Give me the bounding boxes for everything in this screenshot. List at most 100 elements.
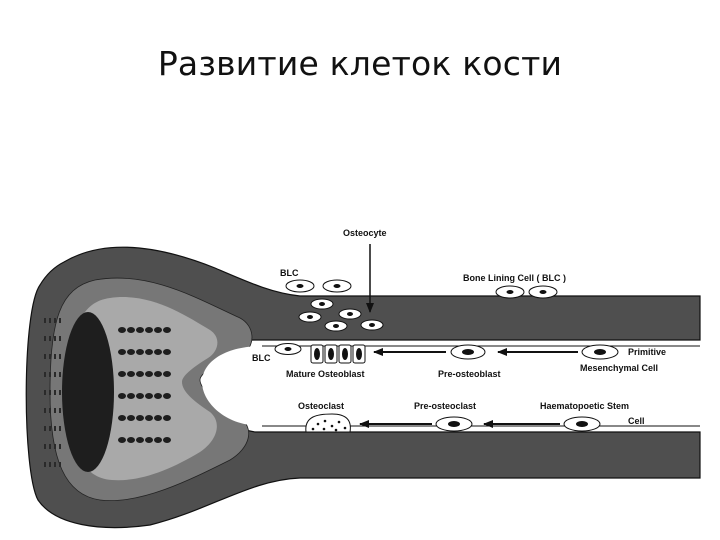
cortex-dot [49,462,51,467]
cortex-cell [136,437,144,443]
osteoclast-cell [305,413,351,433]
cortex-dot [54,372,56,377]
bone-lining-cells [495,285,558,299]
cortex-dot [59,444,61,449]
cortex-dot [49,408,51,413]
cortex-cell [127,349,135,355]
cortex-dot [54,408,56,413]
cortex-cell [136,393,144,399]
cortex-cell [118,415,126,421]
cortex-dot [54,444,56,449]
cortex-dot [44,318,46,323]
cortex-dot-pattern [44,318,61,467]
cortex-dot [49,336,51,341]
cortex-dot [44,354,46,359]
cortex-dot [49,426,51,431]
cortex-dot [59,354,61,359]
cortex-cell-clusters [118,327,171,443]
cortex-dot [44,408,46,413]
cortex-dot [59,408,61,413]
primitive-mesenchymal-cell [581,344,619,360]
label-haematopoetic-stem: Haematopoetic Stem [540,401,629,411]
osteocyte-cluster [298,298,384,332]
cortex-dot [44,462,46,467]
label-blc-canal: BLC [252,353,271,363]
cortex-dot [59,372,61,377]
cortex-dot [54,462,56,467]
pre-osteoclast-cell [435,416,473,432]
cortex-cell [163,415,171,421]
cortex-dot [54,354,56,359]
cortex-cell [127,371,135,377]
cortex-cell [145,327,153,333]
cortex-cell [163,371,171,377]
marrow-canal [202,346,700,426]
cortex-cell [118,327,126,333]
cortex-cell [154,327,162,333]
label-osteocyte: Osteocyte [343,228,387,238]
cortex-cell [163,393,171,399]
slide-title: Развитие клеток кости [157,44,563,83]
cortex-cell [145,415,153,421]
cortex-dot [59,462,61,467]
cortex-cell [118,437,126,443]
label-primitive: Primitive [628,347,666,357]
cortex-dot [49,318,51,323]
cortex-cell [145,349,153,355]
cortex-dot [54,426,56,431]
cortex-cell [127,393,135,399]
cortex-cell [154,393,162,399]
blc-cells-top [285,279,352,293]
label-osteoclast: Osteoclast [298,401,344,411]
cortex-dot [49,444,51,449]
label-pre-osteoclast: Pre-osteoclast [414,401,476,411]
cortex-cell [127,415,135,421]
label-bone-lining-cell: Bone Lining Cell ( BLC ) [463,273,566,283]
cortex-dot [59,390,61,395]
cortex-cell [163,327,171,333]
cortex-cell [118,371,126,377]
cortex-dot [49,390,51,395]
cortex-dot [54,318,56,323]
cortex-dot [44,336,46,341]
cortex-dot [44,372,46,377]
cortex-cell [127,327,135,333]
cortex-cell [127,437,135,443]
cortex-dot [59,318,61,323]
cortex-cell [136,349,144,355]
label-mesenchymal-cell: Mesenchymal Cell [580,363,658,373]
cortex-cell [154,349,162,355]
label-mature-osteoblast: Mature Osteoblast [286,369,365,379]
cortex-cell [154,437,162,443]
label-pre-osteoblast: Pre-osteoblast [438,369,501,379]
marrow-cavity [62,312,114,472]
cortex-cell [118,393,126,399]
cortex-cell [118,349,126,355]
cortex-cell [136,327,144,333]
cortex-dot [59,336,61,341]
cortex-dot [49,354,51,359]
cortex-cell [145,393,153,399]
cortex-cell [136,415,144,421]
cortex-cell [163,437,171,443]
label-haematopoetic-cell: Cell [628,416,645,426]
pre-osteoblast-cell [450,344,486,360]
cortex-cell [136,371,144,377]
cortex-cell [154,415,162,421]
cortex-cell [154,371,162,377]
cortex-dot [49,372,51,377]
haematopoetic-stem-cell [563,416,601,432]
mature-osteoblast-cells [310,344,366,364]
blc-cell-canal [274,343,302,355]
cortex-cell [145,437,153,443]
cortex-dot [44,426,46,431]
cortex-cell [163,349,171,355]
label-blc-top: BLC [280,268,299,278]
cortex-dot [44,390,46,395]
cortex-dot [54,336,56,341]
cortex-dot [44,444,46,449]
cortex-dot [59,426,61,431]
cortex-cell [145,371,153,377]
cortex-dot [54,390,56,395]
